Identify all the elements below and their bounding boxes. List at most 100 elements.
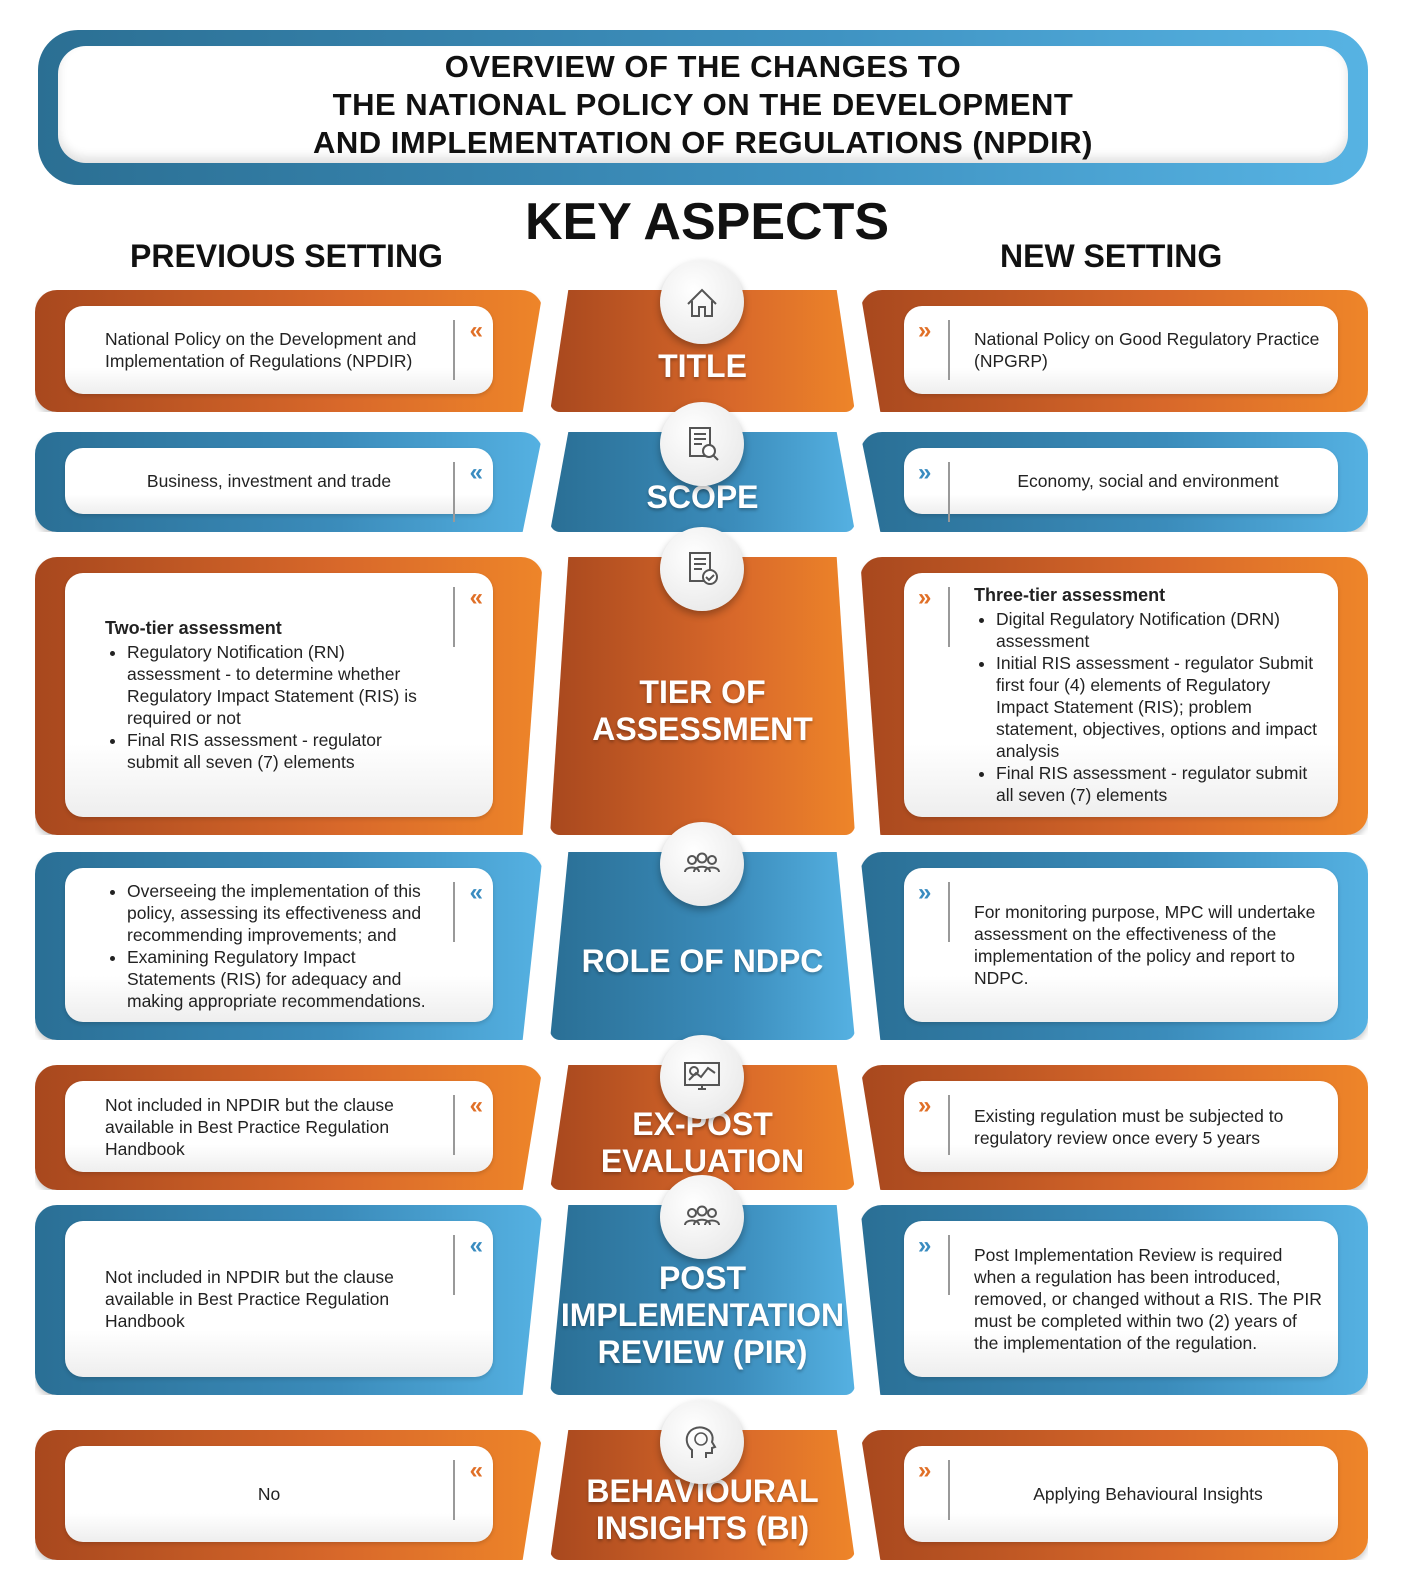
new-setting-box: Economy, social and environment» [904, 448, 1338, 522]
chevron-left-icon: « [469, 1457, 483, 1484]
divider-line [453, 587, 455, 647]
chevron-right-icon: » [918, 879, 932, 906]
divider-line [453, 1235, 455, 1295]
aspect-row: Not included in NPDIR but the clause ava… [0, 1175, 1414, 1395]
chevron-right-icon: » [918, 1092, 932, 1119]
previous-setting-panel: Overseeing the implementation of this po… [35, 852, 543, 1040]
previous-setting-text: Business, investment and trade [146, 471, 392, 491]
monitor-chart-icon [660, 1035, 744, 1119]
previous-setting-text: No [257, 1484, 281, 1504]
new-setting-box: Existing regulation must be subjected to… [904, 1081, 1338, 1172]
divider-line [453, 1460, 455, 1520]
chevron-right-icon: » [918, 1457, 932, 1484]
aspect-row: Business, investment and trade « Economy, … [0, 402, 1414, 532]
divider-line [948, 320, 950, 380]
document-check-icon [660, 527, 744, 611]
previous-setting-content: Two-tier assessmentRegulatory Notificati… [105, 617, 433, 773]
header-title-line: OVERVIEW OF THE CHANGES TO [444, 48, 962, 84]
new-setting-text: National Policy on Good Regulatory Pract… [974, 329, 1320, 371]
previous-setting-bullet: Overseeing the implementation of this po… [127, 880, 433, 946]
new-setting-text: Existing regulation must be subjected to… [974, 1105, 1284, 1148]
previous-setting-content: Not included in NPDIR but the clause ava… [105, 1094, 433, 1160]
previous-setting-content: Business, investment and trade [147, 470, 391, 492]
new-setting-panel: For monitoring purpose, MPC will underta… [860, 852, 1368, 1040]
previous-setting-content: Overseeing the implementation of this po… [105, 878, 433, 1012]
previous-setting-panel: Not included in NPDIR but the clause ava… [35, 1065, 543, 1190]
new-setting-heading: NEW SETTING [1000, 238, 1223, 274]
chevron-right-icon: » [918, 584, 932, 611]
aspect-row: No « Applying Behavioural Insights » BEHAVIO… [0, 1400, 1414, 1560]
aspect-row: Overseeing the implementation of this po… [0, 822, 1414, 1040]
previous-setting-bullet: Final RIS assessment - regulator submit … [127, 729, 433, 773]
previous-setting-heading: PREVIOUS SETTING [130, 238, 443, 274]
previous-setting-box: Not included in NPDIR but the clause ava… [65, 1081, 493, 1172]
new-setting-text: Post Implementation Review is required w… [974, 1245, 1322, 1353]
chevron-right-icon: » [918, 317, 932, 344]
new-setting-text: Economy, social and environment [1017, 471, 1279, 491]
divider-line [948, 882, 950, 942]
new-setting-bullets: Digital Regulatory Notification (DRN) as… [974, 608, 1322, 806]
previous-setting-panel: National Policy on the Development and I… [35, 290, 543, 412]
people-group-icon [660, 822, 744, 906]
previous-setting-bullets: Overseeing the implementation of this po… [105, 880, 433, 1012]
previous-setting-panel: Business, investment and trade « [35, 432, 543, 532]
chevron-left-icon: « [469, 879, 483, 906]
header-title: OVERVIEW OF THE CHANGES TO THE NATIONAL … [58, 46, 1348, 163]
divider-line [948, 1460, 950, 1520]
divider-line [453, 320, 455, 380]
aspect-label: ROLE OF NDPC [550, 852, 855, 1040]
previous-setting-box: No « [65, 1446, 493, 1542]
previous-setting-box: Two-tier assessmentRegulatory Notificati… [65, 573, 493, 817]
house-icon [660, 260, 744, 344]
previous-setting-text: Not included in NPDIR but the clause ava… [105, 1094, 394, 1159]
people-group-icon [660, 1175, 744, 1259]
divider-line [948, 1235, 950, 1295]
new-setting-bullet: Digital Regulatory Notification (DRN) as… [996, 608, 1322, 652]
new-setting-panel: Three-tier assessmentDigital Regulatory … [860, 557, 1368, 835]
new-setting-box: National Policy on Good Regulatory Pract… [904, 306, 1338, 394]
new-setting-box: For monitoring purpose, MPC will underta… [904, 868, 1338, 1022]
previous-setting-content: National Policy on the Development and I… [105, 328, 433, 372]
new-setting-panel: Applying Behavioural Insights » [860, 1430, 1368, 1560]
previous-setting-bullet: Regulatory Notification (RN) assessment … [127, 641, 433, 729]
previous-setting-box: Not included in NPDIR but the clause ava… [65, 1221, 493, 1377]
header-title-line: THE NATIONAL POLICY ON THE DEVELOPMENT [332, 86, 1074, 122]
chevron-right-icon: » [918, 1232, 932, 1259]
divider-line [948, 1095, 950, 1155]
new-setting-bullet: Final RIS assessment - regulator submit … [996, 762, 1322, 806]
aspect-row: Not included in NPDIR but the clause ava… [0, 1035, 1414, 1190]
divider-line [453, 882, 455, 942]
document-search-icon [660, 402, 744, 486]
header-title-line: AND IMPLEMENTATION OF REGULATIONS (NPDIR… [313, 124, 1093, 160]
new-setting-box: Post Implementation Review is required w… [904, 1221, 1338, 1377]
new-setting-content: Post Implementation Review is required w… [974, 1244, 1322, 1354]
aspect-label: BEHAVIOURAL INSIGHTS (BI) [550, 1430, 855, 1560]
previous-setting-panel: No « [35, 1430, 543, 1560]
new-setting-content: Existing regulation must be subjected to… [974, 1105, 1322, 1149]
divider-line [453, 462, 455, 522]
divider-line [453, 1095, 455, 1155]
previous-setting-box: National Policy on the Development and I… [65, 306, 493, 394]
new-setting-text: Applying Behavioural Insights [1033, 1484, 1263, 1504]
previous-setting-panel: Two-tier assessmentRegulatory Notificati… [35, 557, 543, 835]
new-setting-content: Economy, social and environment [1017, 470, 1278, 492]
previous-setting-bullet: Examining Regulatory Impact Statements (… [127, 946, 433, 1012]
previous-setting-bullets: Regulatory Notification (RN) assessment … [105, 641, 433, 773]
new-setting-text: For monitoring purpose, MPC will underta… [974, 902, 1316, 988]
new-setting-content: National Policy on Good Regulatory Pract… [974, 328, 1322, 372]
previous-setting-box: Business, investment and trade « [65, 448, 493, 522]
key-aspects-heading: KEY ASPECTS [524, 193, 890, 251]
previous-setting-text: Not included in NPDIR but the clause ava… [105, 1267, 394, 1331]
aspect-row: National Policy on the Development and I… [0, 260, 1414, 412]
brain-head-icon [660, 1400, 744, 1484]
new-setting-content: Three-tier assessmentDigital Regulatory … [974, 584, 1322, 806]
chevron-left-icon: « [469, 459, 483, 486]
divider-line [948, 462, 950, 522]
new-setting-box: Applying Behavioural Insights » [904, 1446, 1338, 1542]
new-setting-box: Three-tier assessmentDigital Regulatory … [904, 573, 1338, 817]
header-banner: OVERVIEW OF THE CHANGES TO THE NATIONAL … [38, 30, 1368, 185]
previous-setting-text: National Policy on the Development and I… [105, 329, 417, 371]
divider-line [948, 587, 950, 647]
new-setting-content: For monitoring purpose, MPC will underta… [974, 901, 1322, 989]
